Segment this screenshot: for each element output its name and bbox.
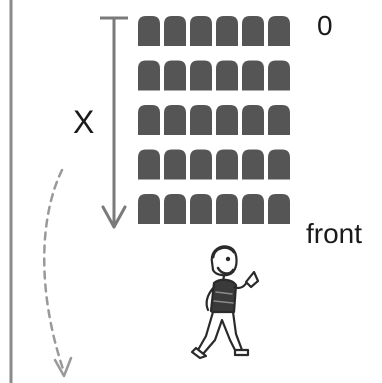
dashed-curved-arrow	[43, 168, 66, 374]
seat-row	[138, 60, 290, 91]
seat	[242, 60, 264, 91]
seat	[268, 16, 290, 46]
distance-arrow	[100, 16, 128, 229]
seat-row	[138, 16, 290, 46]
seat	[268, 194, 290, 224]
seat	[216, 60, 238, 91]
seat	[138, 16, 160, 46]
seat	[216, 194, 238, 224]
seat	[138, 194, 160, 224]
seat	[216, 16, 238, 46]
seat	[164, 194, 186, 224]
seat	[268, 149, 290, 180]
seat	[190, 60, 212, 91]
seat	[190, 105, 212, 135]
seat-row	[138, 105, 290, 135]
seat	[164, 16, 186, 46]
seat	[190, 16, 212, 46]
seat	[190, 194, 212, 224]
seat	[138, 105, 160, 135]
seat	[164, 60, 186, 91]
seat	[164, 105, 186, 135]
seat	[268, 105, 290, 135]
walking-person-icon	[190, 245, 260, 360]
seat	[216, 149, 238, 180]
dashed-arrow-head	[53, 356, 73, 378]
seat	[242, 105, 264, 135]
walking-path-arrow	[43, 168, 73, 378]
seat	[242, 16, 264, 46]
seat-grid	[138, 16, 290, 224]
seat-row	[138, 194, 290, 224]
arrow-head	[101, 205, 127, 229]
seat-row	[138, 149, 290, 180]
top-row-label: 0	[317, 10, 333, 41]
front-row-label: front	[306, 218, 362, 249]
seat	[242, 149, 264, 180]
seat	[190, 149, 212, 180]
seat	[138, 149, 160, 180]
seat	[242, 194, 264, 224]
seat	[164, 149, 186, 180]
seat	[138, 60, 160, 91]
distance-label: X	[73, 104, 94, 140]
seat	[268, 60, 290, 91]
seat	[216, 105, 238, 135]
